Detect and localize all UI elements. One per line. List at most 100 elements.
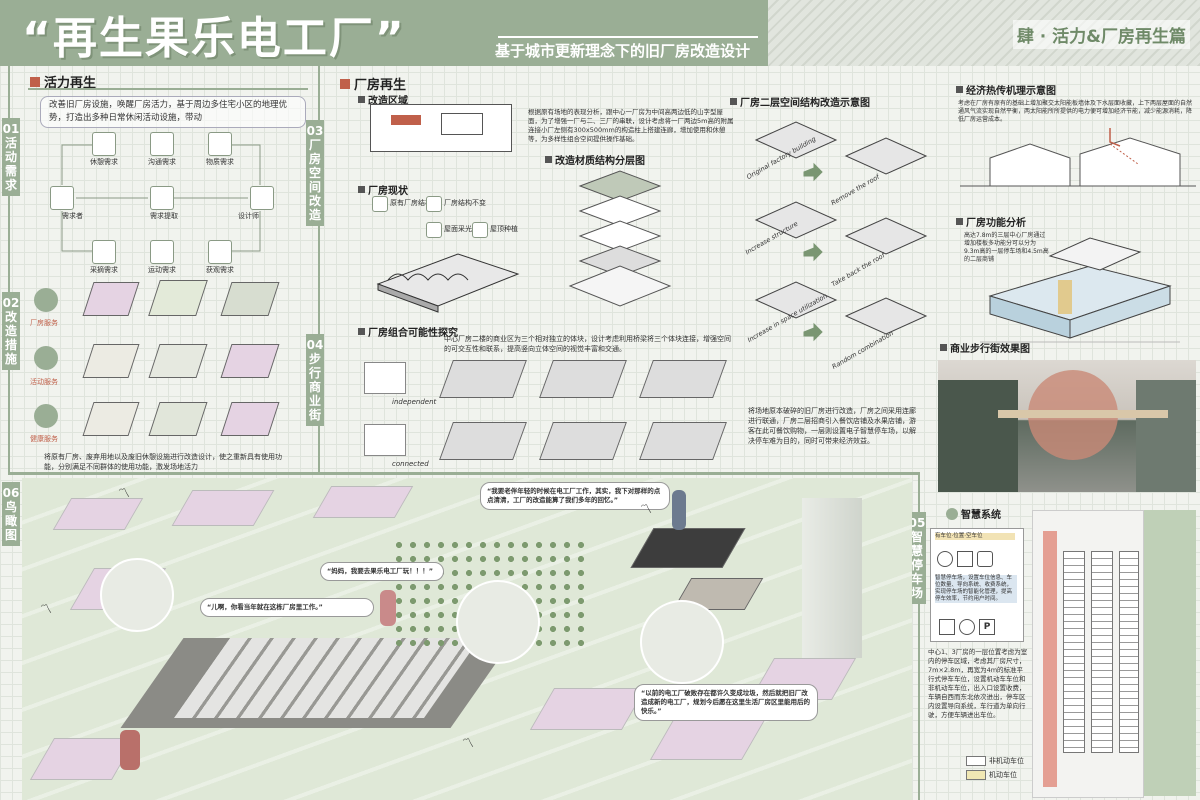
system-icon [946,507,958,520]
commercial-note: 将场地原本破碎的旧厂房进行改造，厂房之间采用连廊进行联通，厂房二层招商引入餐饮店… [748,407,916,445]
green-belt [1144,510,1196,796]
role-label: 需求者 [62,212,83,220]
material-layer-heading: 改造材质结构分层图 [545,152,645,167]
function-diagram [980,237,1180,343]
side-number-05: 05 智慧停车场 [908,512,926,604]
status-item-label: 屋顶种植 [490,225,518,233]
material-layer-diagram [568,170,672,307]
combination-text: 厂房组合可能性探究 [368,328,458,339]
need-label: 休憩需求 [90,158,118,166]
bird-icon: 〽 [640,502,653,516]
speech-bubble: “儿啊，你看当年就在这栋厂房里工作。” [200,598,374,617]
frame-line-left [8,66,10,474]
measures-footnote: 将原有厂房、废弃用地以及废旧休憩设施进行改造设计，使之重新具有使用功能，分别满足… [44,453,282,471]
street-heading: 商业步行街效果图 [940,340,1030,355]
renovation-area-plan [370,104,512,152]
app-icon-row [937,551,993,567]
parking-row [1063,551,1085,753]
parking-note: 中心1、3厂房的一层位置考虑为室内的停车区域，考虑其厂房尺寸，7m×2.8m，再… [928,648,1028,719]
legend-swatch [966,756,986,766]
header-banner: “再生果乐电工厂” 基于城市更新理念下的旧厂房改造设计 肆 · 活力&厂房再生篇 [0,0,1200,66]
combination-note: 中心厂房二楼的商业区为三个相对独立的体块，设计考虑利用桥梁将三个体块连接，增强空… [444,335,731,353]
combination-model [439,422,527,460]
window-icon [426,222,442,238]
side-number-04: 04 步行商业街 [306,334,324,426]
economy-heading: 经济热传机理示意图 [956,82,1056,97]
parking-icon[interactable]: P [979,619,995,635]
need-label: 运动需求 [148,266,176,274]
legend-label: 机动车位 [989,771,1017,779]
bullet-icon [545,156,552,163]
renovation-area-text: 改造区域 [368,96,408,107]
rest-icon [92,132,116,156]
role-label: 设计师 [238,212,259,220]
parking-system-heading: 智慧系统 [946,506,1001,521]
aerial-view [22,478,912,800]
function-note: 高达7.8m的三层中心厂房通过增加楼板多功能分可以分为9.3m高的一层停车场和4… [964,232,1049,263]
street-rendering [938,360,1196,492]
app-icon-row: P [939,619,995,635]
side-number-label: 步行商业街 [308,352,321,422]
view-icon [208,240,232,264]
tall-building [802,498,862,658]
back-icon[interactable] [937,551,953,567]
legend-swatch [966,770,986,780]
street-photo [640,600,724,684]
block-model [364,424,406,456]
parking-title: 智慧系统 [961,510,1001,521]
status-item-label: 原有厂房结构 [390,199,432,207]
side-number-label: 改造措施 [4,310,17,366]
page-subtitle: 基于城市更新理念下的旧厂房改造设计 [495,42,751,60]
vitality-intro: 改善旧厂房设施，唤醒厂房活力，基于周边多住宅小区的地理优势，打造出多种日常休闲活… [40,96,306,128]
side-number-text: 04 [306,338,324,352]
block-model [364,362,406,394]
measure-label: 活动服务 [30,378,58,386]
side-number-text: 01 [2,122,20,136]
street-building-left [938,380,1018,492]
roof-icon [472,222,488,238]
highlight-block [391,115,421,125]
section-tag: 肆 · 活力&厂房再生篇 [1012,20,1190,49]
person-figure [672,490,686,530]
vitality-section-title: 活力再生 [30,72,96,91]
measure-label: 厂房服务 [30,319,58,327]
picking-icon [92,240,116,264]
camera-icon[interactable] [959,619,975,635]
street-building-right [1136,380,1196,492]
car-icon[interactable] [977,551,993,567]
plan-block [441,113,483,135]
bullet-icon [956,218,963,225]
shop-icon [208,132,232,156]
role-label: 需求提取 [150,212,178,220]
legend-non-motor: 非机动车位 [966,756,1024,766]
side-number-label: 鸟瞰图 [4,500,17,542]
connected-label: connected [392,460,429,468]
need-label: 沟通需求 [148,158,176,166]
economy-note: 考虑在厂房有原有的基础上增加聚交太阳能板墙体及下水层面收藏，上下两层屋面的自然通… [958,100,1193,123]
parking-app-panel: 有车位·位置·空车位 智慧停车场，设置车位信息、车位数量、导向系统、收费系统，实… [930,528,1024,642]
combination-model [639,422,727,460]
economy-title: 经济热传机理示意图 [966,86,1056,97]
independent-label: independent [392,398,437,406]
combination-model [539,422,627,460]
side-number-text: 03 [306,124,324,138]
renovation-area-heading: 改造区域 [358,92,408,107]
people-icon [50,186,74,210]
status-item-label: 屋面采光 [444,225,472,233]
factory-service-icon [34,288,58,312]
bullet-icon [940,344,947,351]
side-number-06: 06 鸟瞰图 [2,482,20,546]
structure-icon [372,196,388,212]
factory-analysis-text: 根据原有场地的表现分析，跟中心一厂房为中间高两边低的山字型屋面，为了增强一厂与二… [528,108,734,143]
monitor-icon[interactable] [939,619,955,635]
side-number-text: 06 [2,486,20,500]
side-number-text: 02 [2,296,20,310]
need-label: 获观需求 [206,266,234,274]
structure-icon [426,196,442,212]
side-number-label: 智慧停车场 [910,530,923,600]
parking-plan [1032,510,1144,798]
designer-icon [250,186,274,210]
vitality-rule [28,88,308,90]
screen-icon[interactable] [957,551,973,567]
side-number-03: 03 厂房空间改造 [306,120,324,226]
